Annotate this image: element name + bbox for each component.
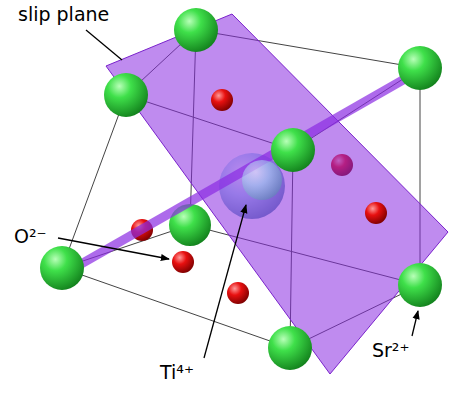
- front-atoms: [40, 8, 442, 370]
- label-text: Sr²⁺: [372, 340, 410, 361]
- slip-plane-edge: [58, 62, 428, 279]
- label-text: slip plane: [18, 4, 109, 25]
- slip-plane: [106, 14, 448, 374]
- label-text: O²⁻: [14, 226, 47, 247]
- label-text: Ti⁴⁺: [160, 362, 194, 383]
- leader-lines: [58, 30, 418, 358]
